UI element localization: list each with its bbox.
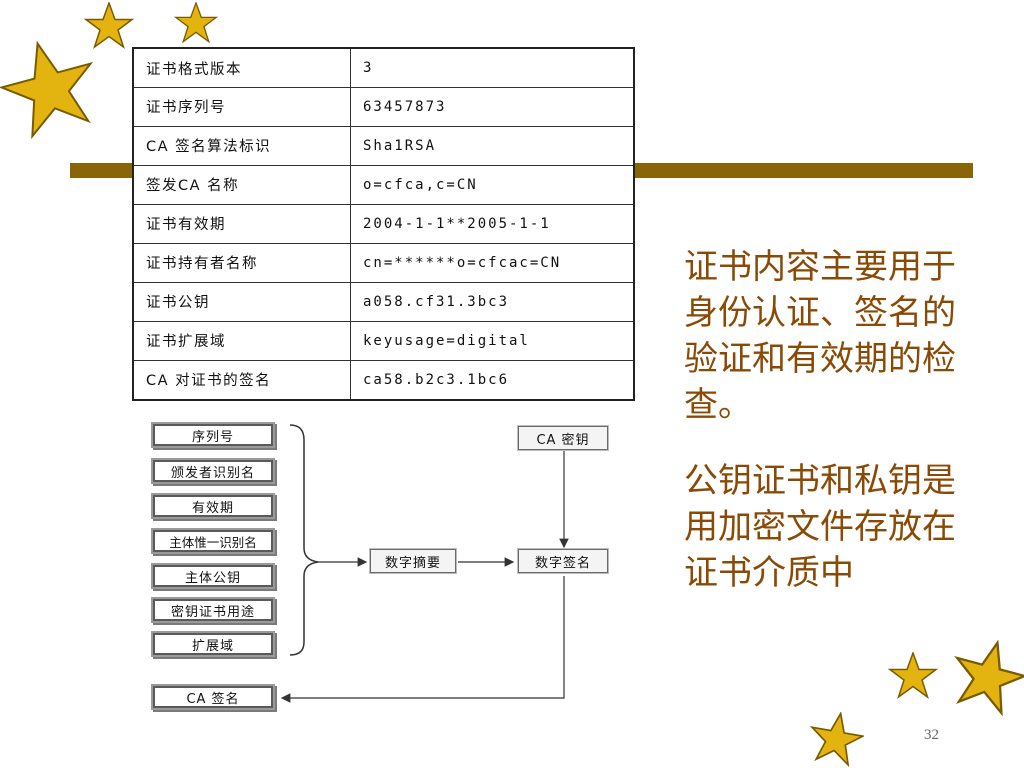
table-value: keyusage=digital	[350, 320, 635, 361]
star-icon	[809, 712, 864, 768]
digital-signature-box: 数字签名	[517, 548, 609, 574]
table-value: o=cfca,c=CN	[350, 164, 635, 205]
star-icon	[84, 2, 134, 49]
table-value: Sha1RSA	[350, 125, 635, 166]
paragraph-usage: 证书内容主要用于身份认证、签名的验证和有效期的检查。	[684, 247, 956, 425]
field-extensions: 扩展域	[151, 631, 275, 657]
table-field: 证书扩展域	[132, 320, 351, 361]
table-field: 证书持有者名称	[132, 242, 351, 283]
ca-signature-box: CA 签名	[151, 684, 275, 710]
field-subject-unique-id: 主体惟一识别名	[151, 528, 275, 554]
field-validity: 有效期	[151, 493, 275, 519]
table-field: 证书公钥	[132, 281, 351, 322]
field-issuer-name: 颁发者识别名	[151, 458, 275, 484]
paragraph-storage: 公钥证书和私钥是用加密文件存放在证书介质中	[684, 461, 956, 593]
table-value: 63457873	[350, 87, 635, 127]
table-field: 证书序列号	[132, 87, 351, 127]
header-bar-right	[635, 163, 973, 178]
star-icon	[0, 40, 94, 140]
table-field: CA 对证书的签名	[132, 359, 351, 401]
star-icon	[888, 652, 938, 699]
page-number: 32	[924, 727, 939, 743]
table-value: a058.cf31.3bc3	[350, 281, 635, 322]
header-bar-left	[70, 163, 132, 178]
digest-box: 数字摘要	[369, 548, 457, 574]
star-icon	[954, 640, 1024, 716]
table-value: ca58.b2c3.1bc6	[350, 359, 635, 401]
table-field: CA 签名算法标识	[132, 125, 351, 166]
table-value: 3	[350, 47, 635, 88]
ca-key-box: CA 密钥	[517, 425, 609, 451]
table-value: cn=******o=cfcac=CN	[350, 242, 635, 283]
field-subject-public-key: 主体公钥	[151, 563, 275, 589]
star-icon	[174, 2, 218, 44]
field-serial-number: 序列号	[151, 422, 275, 448]
field-key-usage: 密钥证书用途	[151, 597, 275, 623]
